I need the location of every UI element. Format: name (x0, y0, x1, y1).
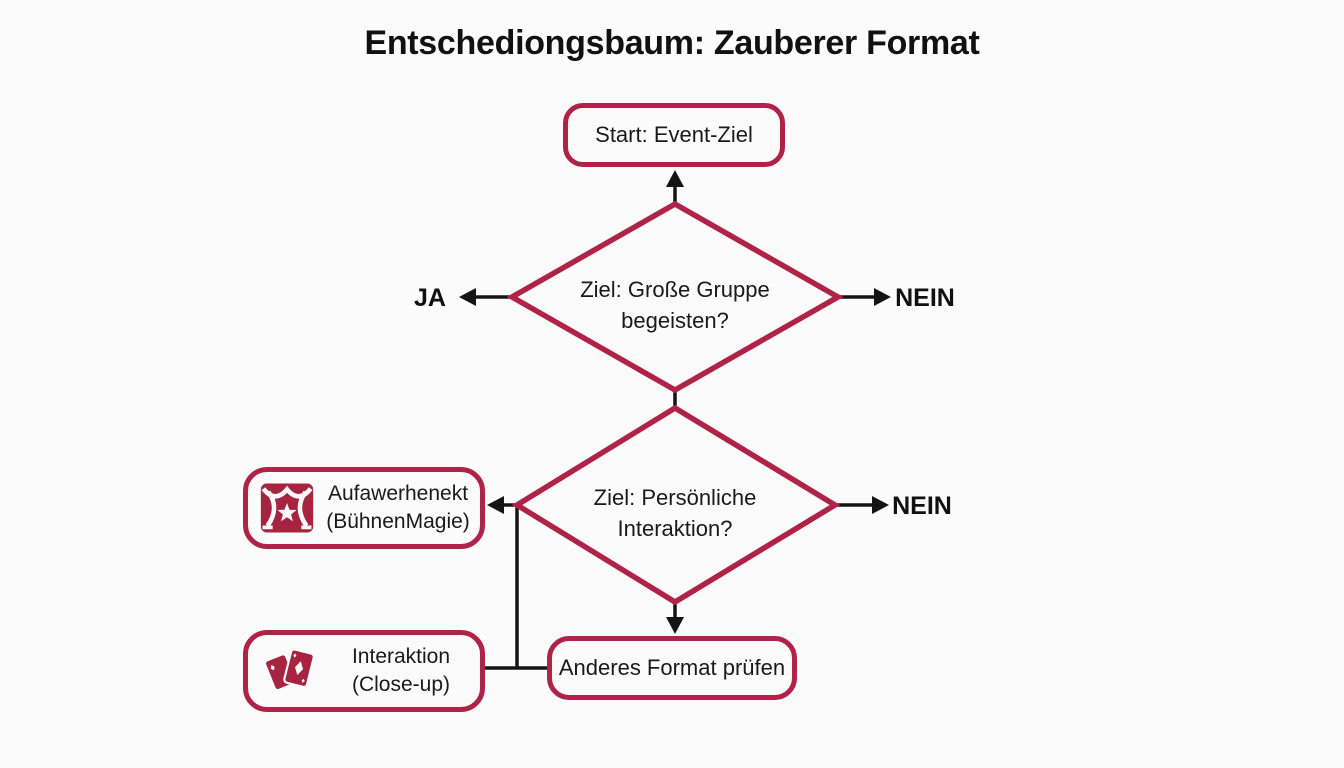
decision1-line1: Ziel: Große Gruppe (580, 277, 770, 302)
node-closeup-label: Interaktion (Close-up) (332, 643, 470, 699)
edge-label-nein-2: NEIN (892, 492, 952, 520)
node-stage-label: Aufawerhenekt (BühnenMagie) (326, 480, 470, 536)
arrowhead-down-to-other (666, 617, 684, 634)
stage-curtain-icon (260, 483, 314, 533)
node-other-label: Anderes Format prüfen (558, 655, 786, 680)
node-stage-line1: Aufawerhenekt (327, 482, 469, 505)
decision2-label: Ziel: Persönliche Interaktion? (505, 482, 845, 544)
node-closeup: Interaktion (Close-up) (243, 630, 485, 712)
arrowhead-left-stage (487, 496, 504, 514)
arrowhead-right-nein2 (872, 496, 889, 514)
arrowhead-right-nein1 (874, 288, 891, 306)
decision2-diamond (511, 404, 841, 606)
decision2-line1: Ziel: Persönliche (593, 485, 757, 510)
node-other-format: Anderes Format prüfen (547, 636, 797, 700)
node-start-label: Start: Event-Ziel (595, 122, 753, 147)
node-closeup-line1: Interaktion (351, 645, 451, 668)
node-start: Start: Event-Ziel (563, 103, 785, 167)
node-stage-line2: (BühnenMagie) (326, 510, 470, 533)
page-title: Entschediongsbaum: Zauberer Format (364, 24, 980, 62)
edge-label-ja: JA (414, 284, 446, 312)
node-closeup-line2: (Close-up) (351, 673, 451, 696)
node-stage-magic: Aufawerhenekt (BühnenMagie) (243, 467, 485, 549)
arrowhead-left-ja (459, 288, 476, 306)
playing-cards-icon (263, 648, 315, 692)
arrowhead-up-to-start (666, 170, 684, 187)
decision1-diamond (506, 200, 844, 394)
decision1-line2: begeisten? (621, 308, 729, 333)
decision2-line2: Interaktion? (617, 516, 733, 541)
edge-label-nein-1: NEIN (895, 284, 955, 312)
decision1-label: Ziel: Große Gruppe begeisten? (505, 274, 845, 336)
